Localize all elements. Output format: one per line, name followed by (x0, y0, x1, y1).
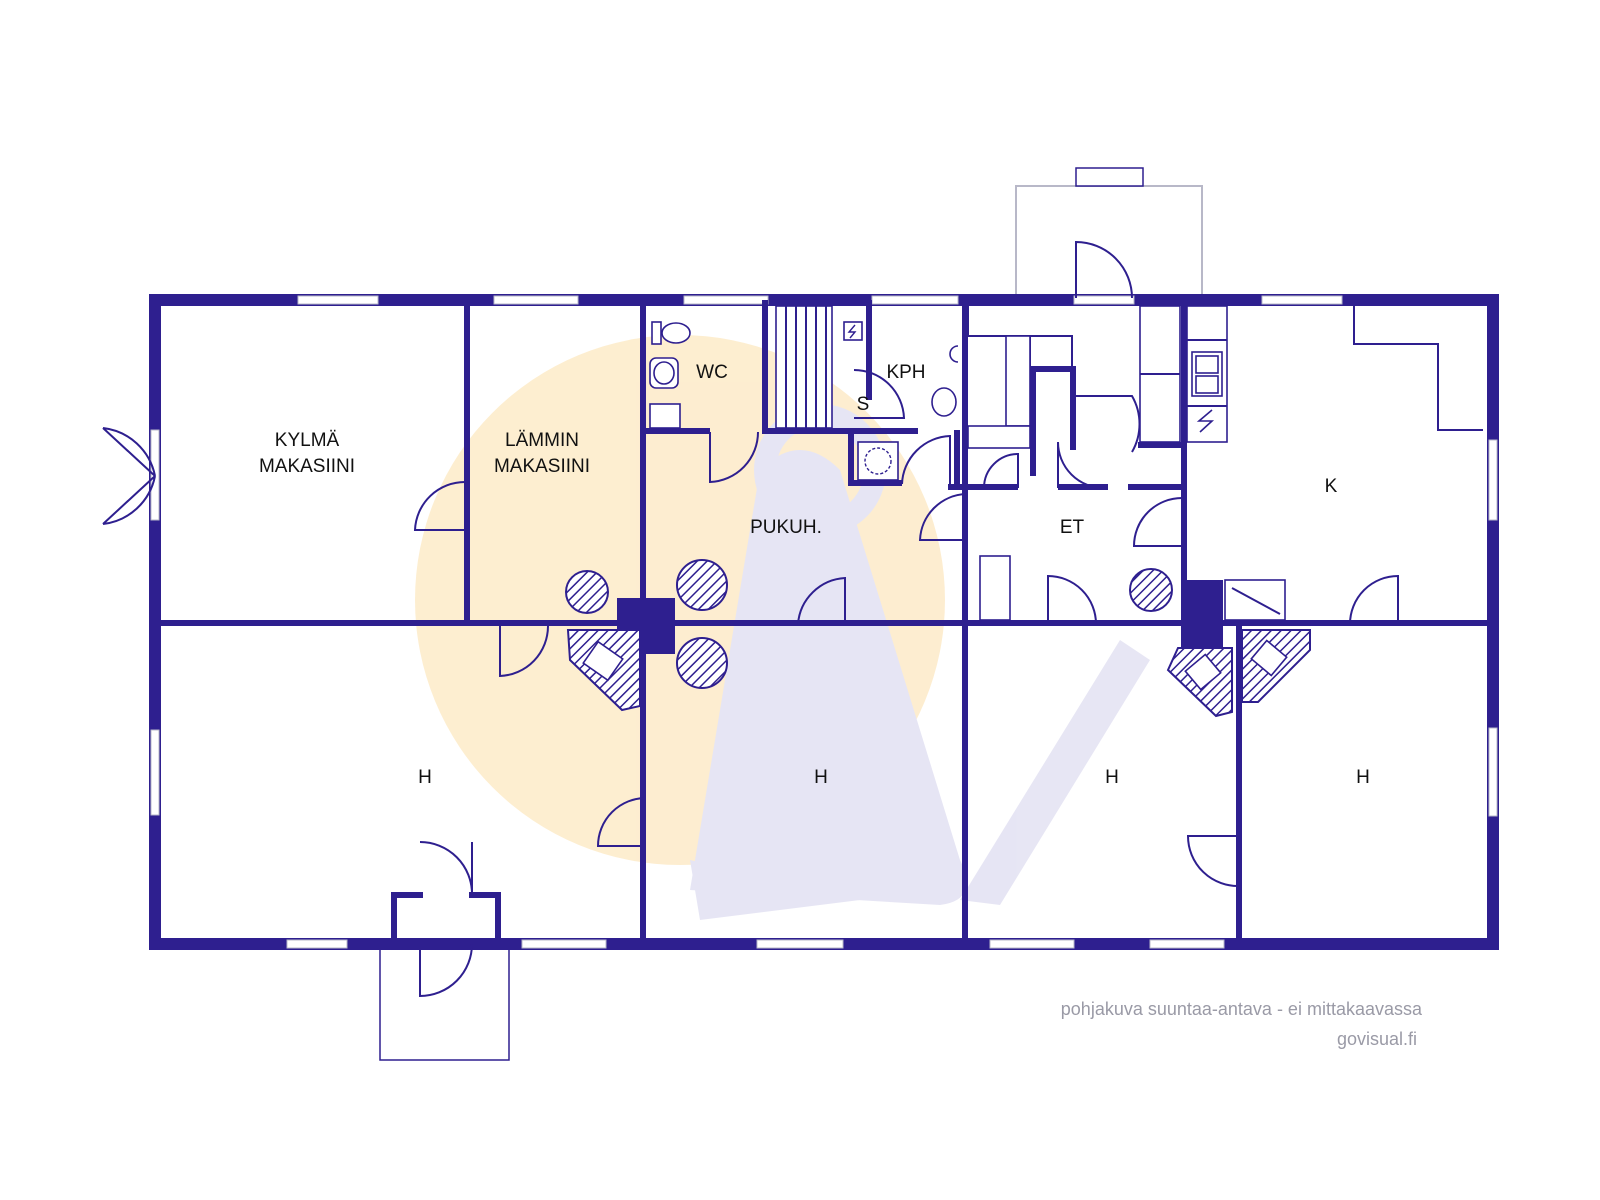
room-label-et: ET (1060, 517, 1085, 538)
room-label-h3: H (1105, 767, 1119, 788)
doors (102, 240, 1399, 998)
room-label-h1: H (418, 767, 432, 788)
room-label-sauna: S (857, 394, 870, 415)
wc-cabinet (649, 403, 681, 429)
sauna-stove-icon (843, 321, 863, 341)
room-label-wc: WC (696, 362, 728, 383)
fridge-icon (1224, 579, 1286, 621)
room-label-lammin-2: MAKASIINI (494, 456, 590, 477)
room-label-lammin-1: LÄMMIN (505, 430, 579, 451)
disclaimer-text: pohjakuva suuntaa-antava - ei mittakaava… (1061, 999, 1423, 1019)
fireplace-icon (565, 559, 1173, 689)
inner-walls (149, 300, 1499, 942)
shower-icon (857, 441, 899, 481)
brand-text: govisual.fi (1337, 1029, 1417, 1049)
cabinets (967, 305, 1181, 621)
room-label-kylma-1: KYLMÄ (275, 430, 340, 451)
room-label-h4: H (1356, 767, 1370, 788)
sauna-bench (775, 305, 833, 429)
room-label-kph: KPH (886, 362, 925, 383)
porch-north (1015, 167, 1203, 299)
porch-south (379, 944, 510, 1061)
porch-west (103, 425, 155, 525)
kph-sink-icon (931, 345, 959, 417)
room-label-k: K (1325, 476, 1338, 497)
kitchen-cabinet-corner (1353, 306, 1483, 431)
watermark-logo (415, 335, 1150, 920)
stove-icon (1196, 409, 1215, 433)
toilet-icon (651, 321, 691, 345)
corner-fireplace-icon (566, 629, 1311, 718)
room-label-h2: H (814, 767, 828, 788)
windows (150, 295, 1498, 949)
sink-icon (649, 357, 679, 389)
sink-icon (1191, 351, 1223, 397)
room-label-pukuh: PUKUH. (750, 517, 822, 538)
room-label-kylma-2: MAKASIINI (259, 456, 355, 477)
